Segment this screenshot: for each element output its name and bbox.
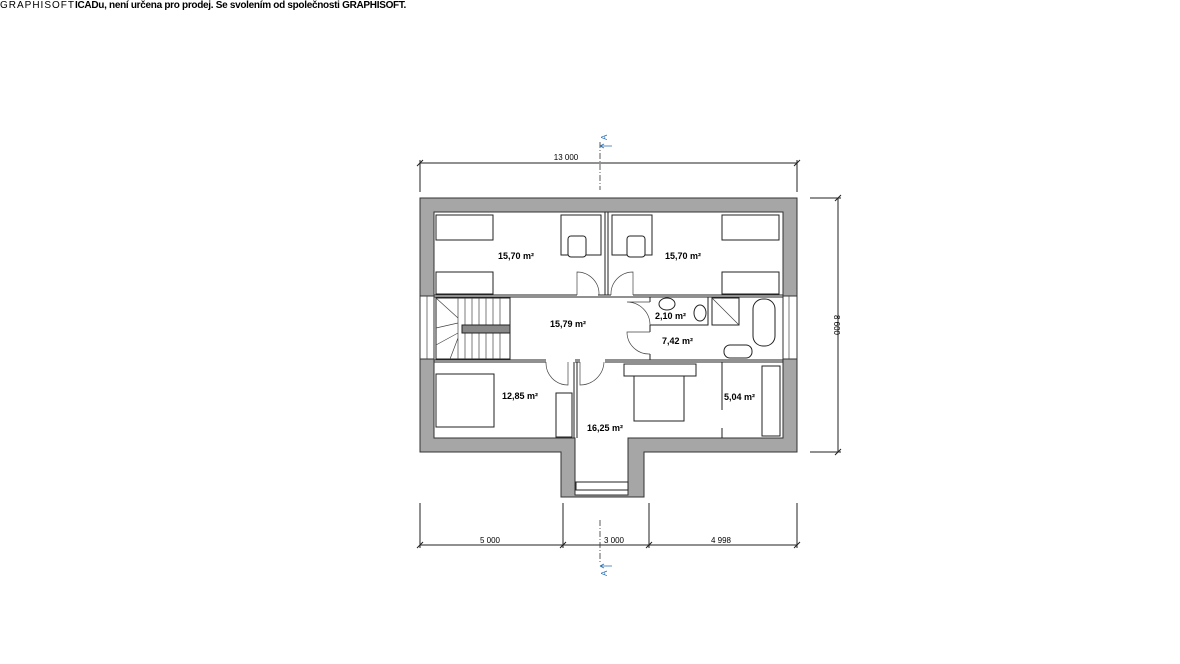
window-right — [782, 295, 798, 360]
svg-text:4 998: 4 998 — [711, 536, 732, 545]
chair — [567, 235, 587, 258]
section-arrow-icon — [599, 143, 612, 149]
svg-text:3 000: 3 000 — [604, 536, 625, 545]
section-label: A — [600, 134, 609, 140]
bed — [721, 214, 780, 241]
wardrobe-shelf — [761, 365, 781, 437]
room-area-label: 15,70 m² — [498, 251, 534, 261]
license-text: ICADu, není určena pro prodej. Se svolen… — [75, 0, 407, 11]
svg-text:5 000: 5 000 — [480, 536, 501, 545]
room-area-label: 15,79 m² — [550, 319, 586, 329]
room-area-label: 5,04 m² — [724, 392, 755, 402]
doors — [545, 271, 651, 386]
bathtub — [752, 298, 776, 347]
graphisoft-logo: GRAPHISOFT — [0, 0, 76, 11]
furniture — [435, 214, 781, 438]
room-area-label: 7,42 m² — [662, 336, 693, 346]
dimension-bottom: 5 000 3 000 4 998 — [416, 503, 801, 549]
room-area-label: 15,70 m² — [665, 251, 701, 261]
chair — [626, 235, 646, 258]
room-area-label: 12,85 m² — [502, 391, 538, 401]
svg-text:13 000: 13 000 — [554, 153, 579, 162]
washbasin — [658, 297, 676, 311]
bed — [721, 271, 780, 295]
section-line-a: A A — [599, 134, 612, 576]
bed — [435, 271, 494, 295]
nightstands — [623, 363, 697, 377]
room-area-label: 16,25 m² — [587, 423, 623, 433]
section-arrow-icon — [599, 563, 612, 569]
license-notice: GRAPHISOFTICADu, není určena pro prodej.… — [0, 0, 406, 11]
staircase — [435, 297, 511, 360]
dimension-top: 13 000 — [416, 153, 801, 192]
exterior-wall — [419, 197, 798, 498]
dimension-right: 8 600 — [810, 194, 842, 456]
bed — [435, 214, 494, 241]
double-bed — [633, 375, 685, 422]
double-washbasin — [723, 344, 753, 359]
interior-walls — [434, 212, 783, 438]
room-area-label: 2,10 m² — [655, 311, 686, 321]
svg-text:8 600: 8 600 — [832, 315, 841, 336]
double-bed — [435, 373, 495, 428]
section-label: A — [600, 570, 609, 576]
cabinet — [555, 392, 573, 438]
toilet — [693, 304, 707, 322]
entrance-step — [575, 481, 629, 491]
